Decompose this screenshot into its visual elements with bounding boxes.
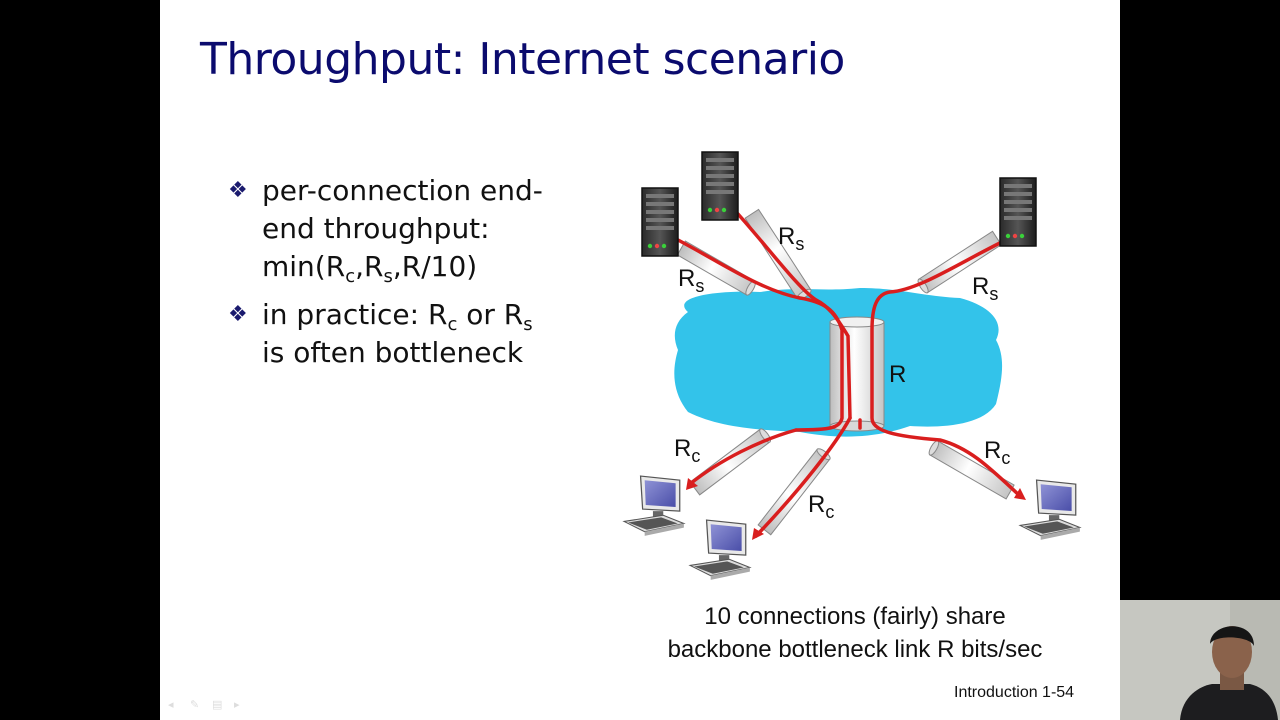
bullet-line: in practice: Rc or Rs bbox=[262, 296, 588, 334]
rc-label-bottom: Rc bbox=[808, 491, 834, 522]
formula-mid: ,R bbox=[355, 250, 384, 283]
formula-sub-c: c bbox=[345, 266, 356, 287]
practice-prefix: in practice: R bbox=[262, 298, 448, 331]
backbone-link bbox=[829, 316, 885, 432]
slide-footer: Introduction 1-54 bbox=[954, 684, 1075, 701]
practice-mid: or R bbox=[457, 298, 524, 331]
rs-label-top: Rs bbox=[778, 223, 804, 254]
formula-prefix: min(R bbox=[262, 250, 346, 283]
practice-sub-s: s bbox=[523, 314, 533, 335]
desktop-computer-icon bbox=[689, 519, 751, 581]
pen-icon[interactable]: ✎ bbox=[190, 698, 200, 711]
bullet-diamond-icon: ❖ bbox=[228, 178, 248, 203]
bullet-item-bottleneck: ❖ in practice: Rc or Rs is often bottlen… bbox=[228, 296, 588, 372]
caption-line: backbone bottleneck link R bits/sec bbox=[667, 636, 1043, 663]
webcam-presenter bbox=[1120, 600, 1280, 720]
bullet-line: per-connection end- bbox=[262, 174, 543, 207]
arrowheads bbox=[686, 478, 1026, 540]
diagram-caption: 10 connections (fairly) share backbone b… bbox=[630, 600, 1080, 666]
formula-sub-s: s bbox=[383, 266, 393, 287]
rs-label-right: Rs bbox=[972, 273, 998, 304]
rs-label-left: Rs bbox=[678, 265, 704, 296]
prev-slide-icon[interactable]: ◂ bbox=[168, 698, 174, 711]
caption-line: 10 connections (fairly) share bbox=[704, 603, 1006, 630]
next-slide-icon[interactable]: ▸ bbox=[234, 698, 240, 711]
network-diagram: Rs Rs Rs R Rc Rc Rc bbox=[623, 151, 1081, 581]
bullet-line: end throughput: bbox=[262, 212, 490, 245]
desktop-computer-icon bbox=[1019, 479, 1081, 541]
server-icon bbox=[999, 177, 1037, 247]
practice-sub-c: c bbox=[447, 314, 458, 335]
connection-paths bbox=[676, 212, 1022, 538]
backbone-r-label: R bbox=[889, 361, 906, 388]
throughput-formula: min(Rc,Rs,R/10) bbox=[262, 248, 588, 286]
formula-suffix: ,R/10) bbox=[392, 250, 478, 283]
rc-label-left: Rc bbox=[674, 435, 700, 466]
bullet-item-throughput: ❖ per-connection end- end throughput: mi… bbox=[228, 172, 588, 286]
rc-label-right: Rc bbox=[984, 437, 1010, 468]
slide-title: Throughput: Internet scenario bbox=[200, 34, 845, 85]
bullet-list: ❖ per-connection end- end throughput: mi… bbox=[228, 172, 588, 382]
desktop-computer-icon bbox=[623, 475, 685, 537]
menu-icon[interactable]: ▤ bbox=[212, 698, 223, 711]
bullet-diamond-icon: ❖ bbox=[228, 302, 248, 327]
slideshow-nav[interactable]: ◂ ✎ ▤ ▸ bbox=[168, 698, 248, 711]
server-icon bbox=[701, 151, 739, 221]
slide: Throughput: Internet scenario ❖ per-conn… bbox=[160, 0, 1120, 720]
server-icon bbox=[641, 187, 679, 257]
bullet-line: is often bottleneck bbox=[262, 336, 524, 369]
